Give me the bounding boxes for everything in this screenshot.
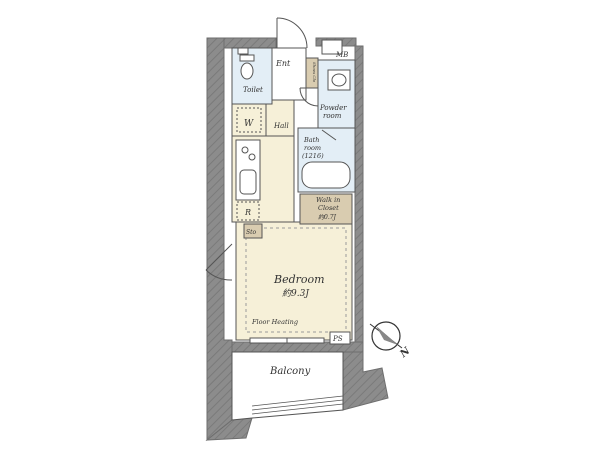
kitchen-counter xyxy=(235,139,261,201)
powder-room-label-line2: room xyxy=(323,112,342,120)
entrance-label: Ent xyxy=(275,59,291,68)
walk-in-closet xyxy=(299,193,353,225)
washer-outline xyxy=(236,107,262,133)
bedroom-label: Bedroom xyxy=(273,273,325,286)
north-arrow-icon xyxy=(369,321,403,351)
exterior-walls xyxy=(205,37,389,442)
bedroom-door-icon xyxy=(205,243,233,281)
meter-box xyxy=(321,39,343,55)
bedroom-window xyxy=(249,337,325,344)
pipe-space-label: PS xyxy=(332,335,343,343)
north-label: N xyxy=(398,345,413,360)
shoe-closet-label: Shoes Clo xyxy=(312,62,317,83)
top-wall-left xyxy=(223,37,277,49)
walk-in-closet-label-line1: Walk in xyxy=(316,196,340,204)
balcony-label: Balcony xyxy=(269,366,311,377)
bathtub-icon xyxy=(301,161,351,189)
bedroom-area: 約9.3J xyxy=(282,288,310,299)
storage xyxy=(243,223,263,239)
bathroom-label-line3: (1216) xyxy=(302,152,324,160)
balcony-railing xyxy=(251,395,344,415)
powder-door-icon xyxy=(299,87,319,107)
meter-box-label: MB xyxy=(335,51,348,59)
washer-label: W xyxy=(244,119,254,129)
hall-label: Hall xyxy=(273,122,289,130)
balcony-right-wall xyxy=(342,351,389,411)
walk-in-closet-area: 約0.7J xyxy=(318,213,337,221)
powder-room-label-line1: Powder xyxy=(319,104,347,112)
entrance-door-icon xyxy=(276,17,308,49)
pipe-space xyxy=(329,331,351,345)
hall-floor xyxy=(265,99,295,137)
bath-door-icon xyxy=(321,129,337,141)
refrigerator-label: R xyxy=(244,208,251,217)
floor-heating-label: Floor Heating xyxy=(251,318,298,326)
toilet-label: Toilet xyxy=(243,86,263,94)
right-wall-upper xyxy=(354,45,364,343)
toilet-icon xyxy=(239,54,255,80)
walk-in-closet-label-line2: Closet xyxy=(318,204,339,212)
toilet-sink xyxy=(237,47,249,55)
sink-icon xyxy=(327,69,351,91)
floor-heating-area xyxy=(245,227,347,333)
bathroom-label-line2: room xyxy=(304,144,321,152)
washer-area xyxy=(231,103,267,137)
left-wall xyxy=(206,37,233,442)
bathroom-label-line1: Bath xyxy=(303,136,319,144)
storage-label: Sto xyxy=(246,229,257,236)
